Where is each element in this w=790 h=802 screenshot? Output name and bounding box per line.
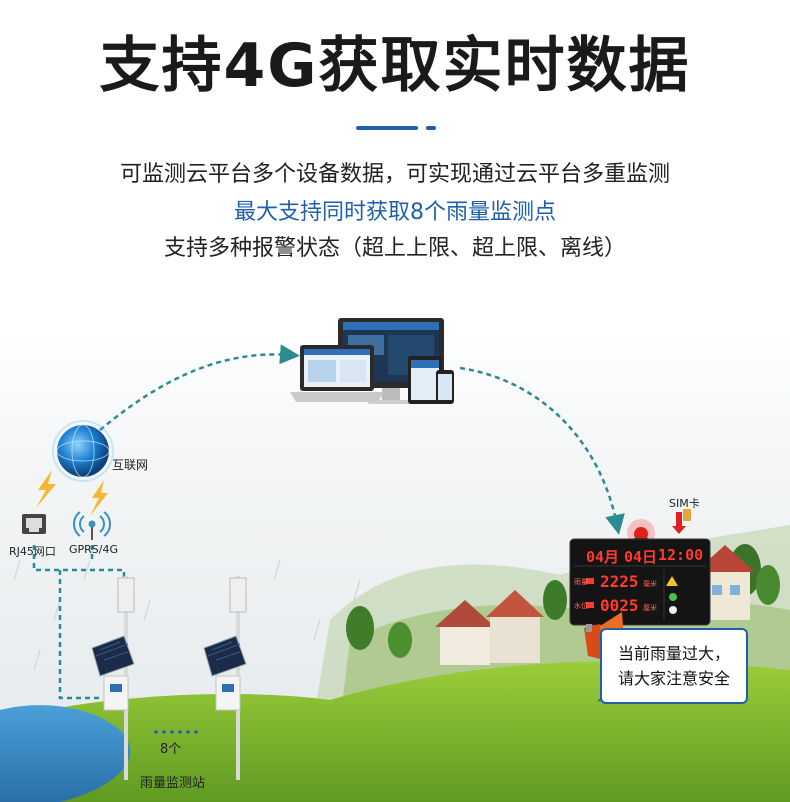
description-line-2: 最大支持同时获取8个雨量监测点 [234,200,556,225]
panel-time: 12:00 [658,546,704,564]
description-line-3: 支持多种报警状态（超上上限、超上限、离线） [163,236,626,261]
rj45-label: RJ45网口 [9,545,56,558]
panel-unit-cm: 厘米 [643,604,657,612]
panel-rain-value: 2225 [600,572,639,591]
alert-callout: 当前雨量过大， 请大家注意安全 [600,628,748,704]
station-dots [154,730,198,734]
title-underline [356,126,418,130]
rain-station-1 [91,576,135,780]
title-underline-dot [426,126,436,130]
sim-card-icon [672,509,691,534]
rj45-port-icon [22,514,46,534]
rain-station-2 [203,576,247,780]
panel-level-value: 0025 [600,596,639,615]
internet-label: 互联网 [112,458,149,472]
page-title: 支持4G获取实时数据 [99,31,691,101]
description-line-1: 可监测云平台多个设备数据，可实现通过云平台多重监测 [119,162,670,187]
village-houses [435,545,755,665]
lightning-icon [90,480,108,516]
station-label: 雨量监测站 [140,776,206,791]
computer-devices [290,318,454,404]
antenna-icon [73,511,111,540]
panel-level-label: 水位 [574,602,588,610]
station-count-label: 8个 [160,742,182,757]
led-display-panel [569,538,711,626]
sim-card-label: SIM卡 [669,497,700,510]
panel-rain-label: 雨量 [574,578,588,586]
gprs-label: GPRS/4G [69,543,119,556]
panel-day: 04日 [624,548,658,566]
globe-icon [52,420,114,482]
alert-line-1: 当前雨量过大， [617,644,730,663]
panel-month: 04月 [586,548,620,566]
panel-unit-mm: 毫米 [643,580,657,588]
alert-line-2: 请大家注意安全 [617,669,730,688]
lightning-icon [36,470,56,508]
